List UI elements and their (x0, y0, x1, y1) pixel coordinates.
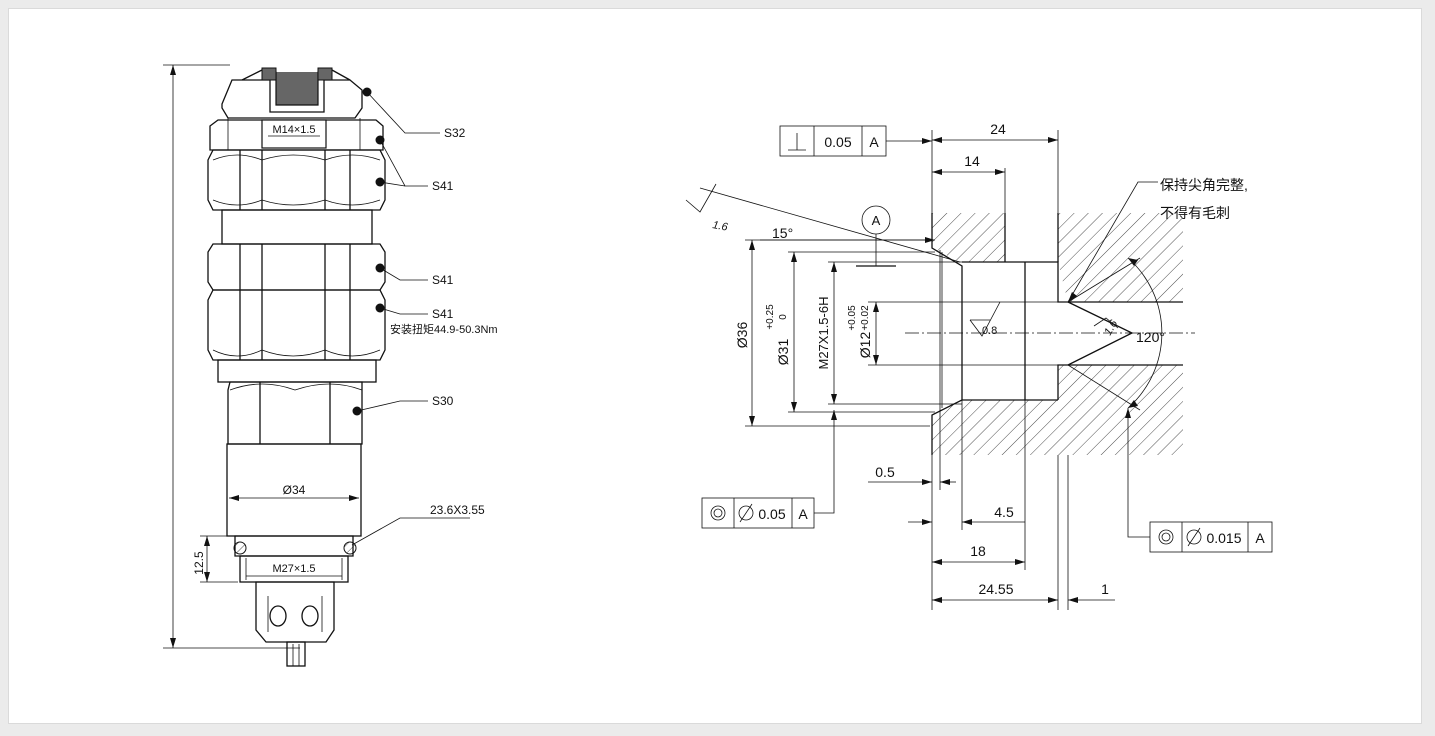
valve-neck (217, 359, 377, 383)
dia12-tol-upper: +0.05 (847, 305, 858, 331)
gdt-concentricity-1: 0.05 A (701, 410, 837, 529)
label-s32: S32 (444, 126, 466, 140)
dia34-label: Ø34 (283, 483, 306, 497)
dim2455-label: 24.55 (978, 581, 1013, 597)
dia12-label: Ø12 (857, 332, 873, 359)
angle120-arc (1127, 257, 1163, 409)
gdt-perpendicularity: 0.05 A (779, 125, 932, 157)
label-s30: S30 (432, 394, 454, 408)
note-line-1: 保持尖角完整, (1160, 177, 1248, 193)
svg-text:0.05: 0.05 (758, 506, 785, 522)
valve-leaders (351, 87, 470, 546)
dim05-label: 0.5 (875, 464, 895, 480)
cavity-drawing: 15° 1.6 A Ø36 Ø31 +0.25 0 (685, 121, 1273, 610)
label-s41-3: S41 (432, 307, 454, 321)
note-line-2: 不得有毛刺 (1160, 205, 1230, 221)
drawing-frame (8, 8, 1422, 724)
valve-nose (255, 581, 335, 667)
valve-upper-hex: M14×1.5 (209, 118, 384, 151)
dia31-tol-upper: +0.25 (765, 304, 776, 330)
valve-body-hex (227, 381, 363, 445)
dim1-label: 1 (1101, 581, 1109, 597)
valve-drawing: M14×1.5 (163, 64, 498, 667)
dia31-tol-lower: 0 (778, 314, 789, 320)
valve-hex-nut-1 (207, 149, 386, 211)
valve-top-cap (221, 67, 363, 119)
oring-label: 23.6X3.55 (430, 503, 485, 517)
thread-bottom-label: M27×1.5 (272, 563, 315, 575)
dim24-label: 24 (990, 121, 1006, 137)
thread-top-label: M14×1.5 (272, 124, 315, 136)
thread-label: M27X1.5-6H (816, 297, 831, 370)
label-s41-2: S41 (432, 273, 454, 287)
dia12-tol-lower: +0.02 (860, 305, 871, 331)
roughness-symbol-2: 0.8 (969, 301, 1001, 337)
dia31-label: Ø31 (775, 339, 791, 366)
note-leader (1067, 181, 1158, 303)
svg-text:0.015: 0.015 (1206, 530, 1241, 546)
dim14-label: 14 (964, 153, 980, 169)
roughness-symbol-1: 1.6 (685, 183, 729, 234)
valve-bottom-thread: M27×1.5 (239, 555, 349, 583)
dim18-label: 18 (970, 543, 986, 559)
torque-label: 安装扭矩44.9-50.3Nm (390, 322, 498, 336)
svg-text:0.8: 0.8 (982, 325, 997, 337)
valve-oring (233, 535, 357, 557)
datum-a-symbol: A (856, 205, 896, 267)
svg-text:A: A (1255, 530, 1265, 546)
svg-text:A: A (872, 213, 881, 228)
dia36-label: Ø36 (734, 322, 750, 349)
svg-text:1.6: 1.6 (711, 219, 729, 234)
dim125-label: 12.5 (192, 551, 206, 575)
gdt-concentricity-2: 0.015 A (1125, 408, 1273, 553)
angle15-label: 15° (772, 225, 793, 241)
svg-text:0.05: 0.05 (824, 134, 851, 150)
label-s41-1: S41 (432, 179, 454, 193)
valve-hex-nut-2 (207, 243, 386, 291)
valve-hex-nut-3 (207, 289, 386, 361)
svg-text:A: A (798, 506, 808, 522)
valve-spacer (221, 209, 373, 245)
angle120-label: 120° (1136, 329, 1165, 345)
svg-text:A: A (869, 134, 879, 150)
dim45-label: 4.5 (994, 504, 1014, 520)
